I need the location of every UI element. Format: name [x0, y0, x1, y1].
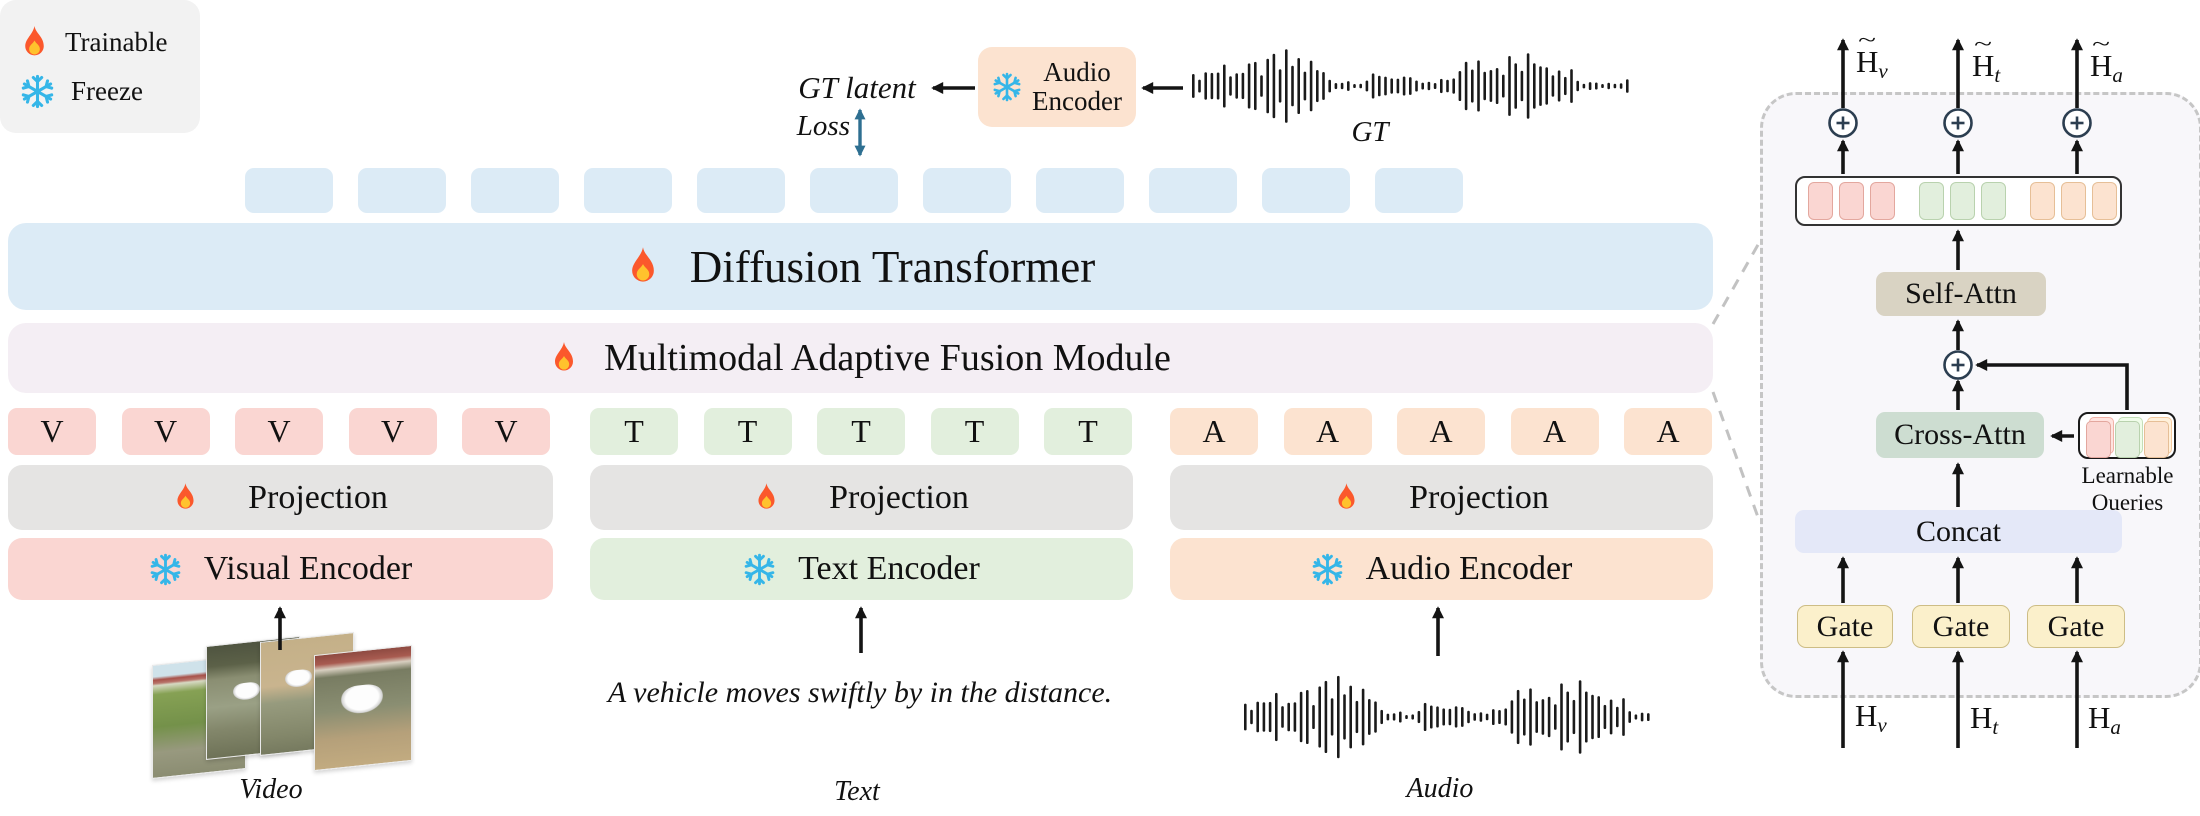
latent-token [584, 168, 672, 213]
visual-token: V [462, 408, 550, 455]
text-query-card [2115, 421, 2140, 458]
audio-token: A [1283, 408, 1372, 455]
visual-query-card [2086, 421, 2111, 458]
gate-block-text: Gate [1912, 605, 2010, 648]
text-token: T [930, 408, 1019, 455]
audio-projection-bar: Projection [1170, 465, 1713, 530]
text-strip-token [1981, 182, 2006, 220]
legend-row-trainable: Trainable [20, 25, 200, 60]
latent-token [1262, 168, 1350, 213]
latent-token [1149, 168, 1237, 213]
latent-token [697, 168, 785, 213]
audio-token: A [1397, 408, 1485, 455]
text-input-label: Text [834, 776, 880, 807]
audio-input-label: Audio [1406, 773, 1474, 804]
visual-token: V [348, 408, 437, 455]
audio-projection-label: Projection [1409, 478, 1549, 516]
audio-token: A [1624, 408, 1712, 455]
fusion-module-bar: Multimodal Adaptive Fusion Module [8, 323, 1713, 393]
diffusion-transformer-label: Diffusion Transformer [689, 241, 1096, 292]
cross-attn-block: Cross-Attn [1876, 412, 2044, 458]
visual-projection-label: Projection [248, 478, 388, 516]
audio-strip-token [2092, 182, 2117, 220]
latent-token [810, 168, 898, 213]
visual-encoder-bar: Visual Encoder [8, 538, 553, 600]
legend-row-freeze: Freeze [20, 74, 200, 109]
text-projection-bar: Projection [590, 465, 1133, 530]
flame-icon [626, 246, 660, 287]
gt-audio-waveform [1192, 49, 1629, 123]
audio-token: A [1170, 408, 1258, 455]
text-encoder-label: Text Encoder [798, 550, 980, 587]
audio-encoder-top-label: Audio Encoder [1032, 56, 1122, 116]
gt-waveform-label: GT [1351, 116, 1389, 148]
visual-strip-token [1808, 182, 1833, 220]
loss-label: Loss [796, 110, 850, 142]
legend-trainable-label: Trainable [65, 26, 168, 57]
text-token: T [590, 408, 678, 455]
input-audio-waveform [1244, 675, 1650, 759]
latent-token [358, 168, 446, 213]
audio-query-card [2144, 421, 2169, 458]
legend-freeze-label: Freeze [71, 75, 143, 106]
flame-icon [754, 482, 779, 513]
visual-strip-token [1870, 182, 1895, 220]
legend: Trainable Freeze [0, 0, 200, 133]
audio-token: A [1510, 408, 1599, 455]
flame-icon [1334, 482, 1359, 513]
visual-token: V [121, 408, 210, 455]
snowflake-icon [992, 72, 1022, 102]
text-token: T [817, 408, 905, 455]
text-prompt: A vehicle moves swiftly by in the distan… [607, 676, 1113, 709]
text-projection-label: Projection [829, 478, 969, 516]
snowflake-icon [149, 553, 182, 586]
diffusion-transformer-bar: Diffusion Transformer [8, 223, 1713, 310]
gt-latent-label: GT latent [798, 70, 916, 105]
fusion-module-label: Multimodal Adaptive Fusion Module [604, 337, 1171, 379]
audio-encoder-label: Audio Encoder [1365, 550, 1573, 587]
visual-strip-token [1839, 182, 1864, 220]
zoom-connector-lines [1711, 242, 1761, 521]
visual-token: V [8, 408, 96, 455]
output-label-ha: ~Ha [2090, 31, 2123, 87]
tilde-mark: ~ [1858, 27, 1877, 52]
gate-block-audio: Gate [2027, 605, 2125, 648]
visual-projection-bar: Projection [8, 465, 553, 530]
latent-token [1036, 168, 1124, 213]
latent-token [245, 168, 333, 213]
tilde-mark: ~ [2092, 31, 2111, 56]
visual-encoder-label: Visual Encoder [203, 550, 413, 587]
flame-icon [550, 341, 578, 375]
input-label-ha: Ha [2088, 700, 2121, 739]
learnable-queries-label: Learnable Queries [2081, 463, 2174, 516]
tilde-mark: ~ [1974, 31, 1993, 56]
self-attn-block: Self-Attn [1876, 272, 2046, 316]
output-label-hv: ~Hv [1856, 27, 1888, 83]
text-strip-token [1919, 182, 1944, 220]
output-label-ht: ~Ht [1972, 31, 2001, 87]
audio-strip-token [2030, 182, 2055, 220]
input-label-hv: Hv [1855, 698, 1887, 737]
concat-block: Concat [1795, 510, 2122, 553]
gate-block-visual: Gate [1797, 605, 1893, 648]
text-encoder-bar: Text Encoder [590, 538, 1133, 600]
video-frame [314, 644, 412, 772]
flame-icon [20, 25, 49, 60]
text-token: T [1044, 408, 1132, 455]
audio-strip-token [2061, 182, 2086, 220]
latent-token [471, 168, 559, 213]
snowflake-icon [743, 553, 776, 586]
text-token: T [703, 408, 792, 455]
visual-token: V [235, 408, 323, 455]
snowflake-icon [1311, 553, 1344, 586]
audio-encoder-bar: Audio Encoder [1170, 538, 1713, 600]
snowflake-icon [20, 74, 55, 109]
flame-icon [173, 482, 198, 513]
latent-token [923, 168, 1011, 213]
video-input-label: Video [239, 774, 303, 805]
text-strip-token [1950, 182, 1975, 220]
input-label-ht: Ht [1970, 700, 1999, 739]
audio-encoder-top-box: Audio Encoder [978, 47, 1136, 127]
latent-token [1375, 168, 1463, 213]
